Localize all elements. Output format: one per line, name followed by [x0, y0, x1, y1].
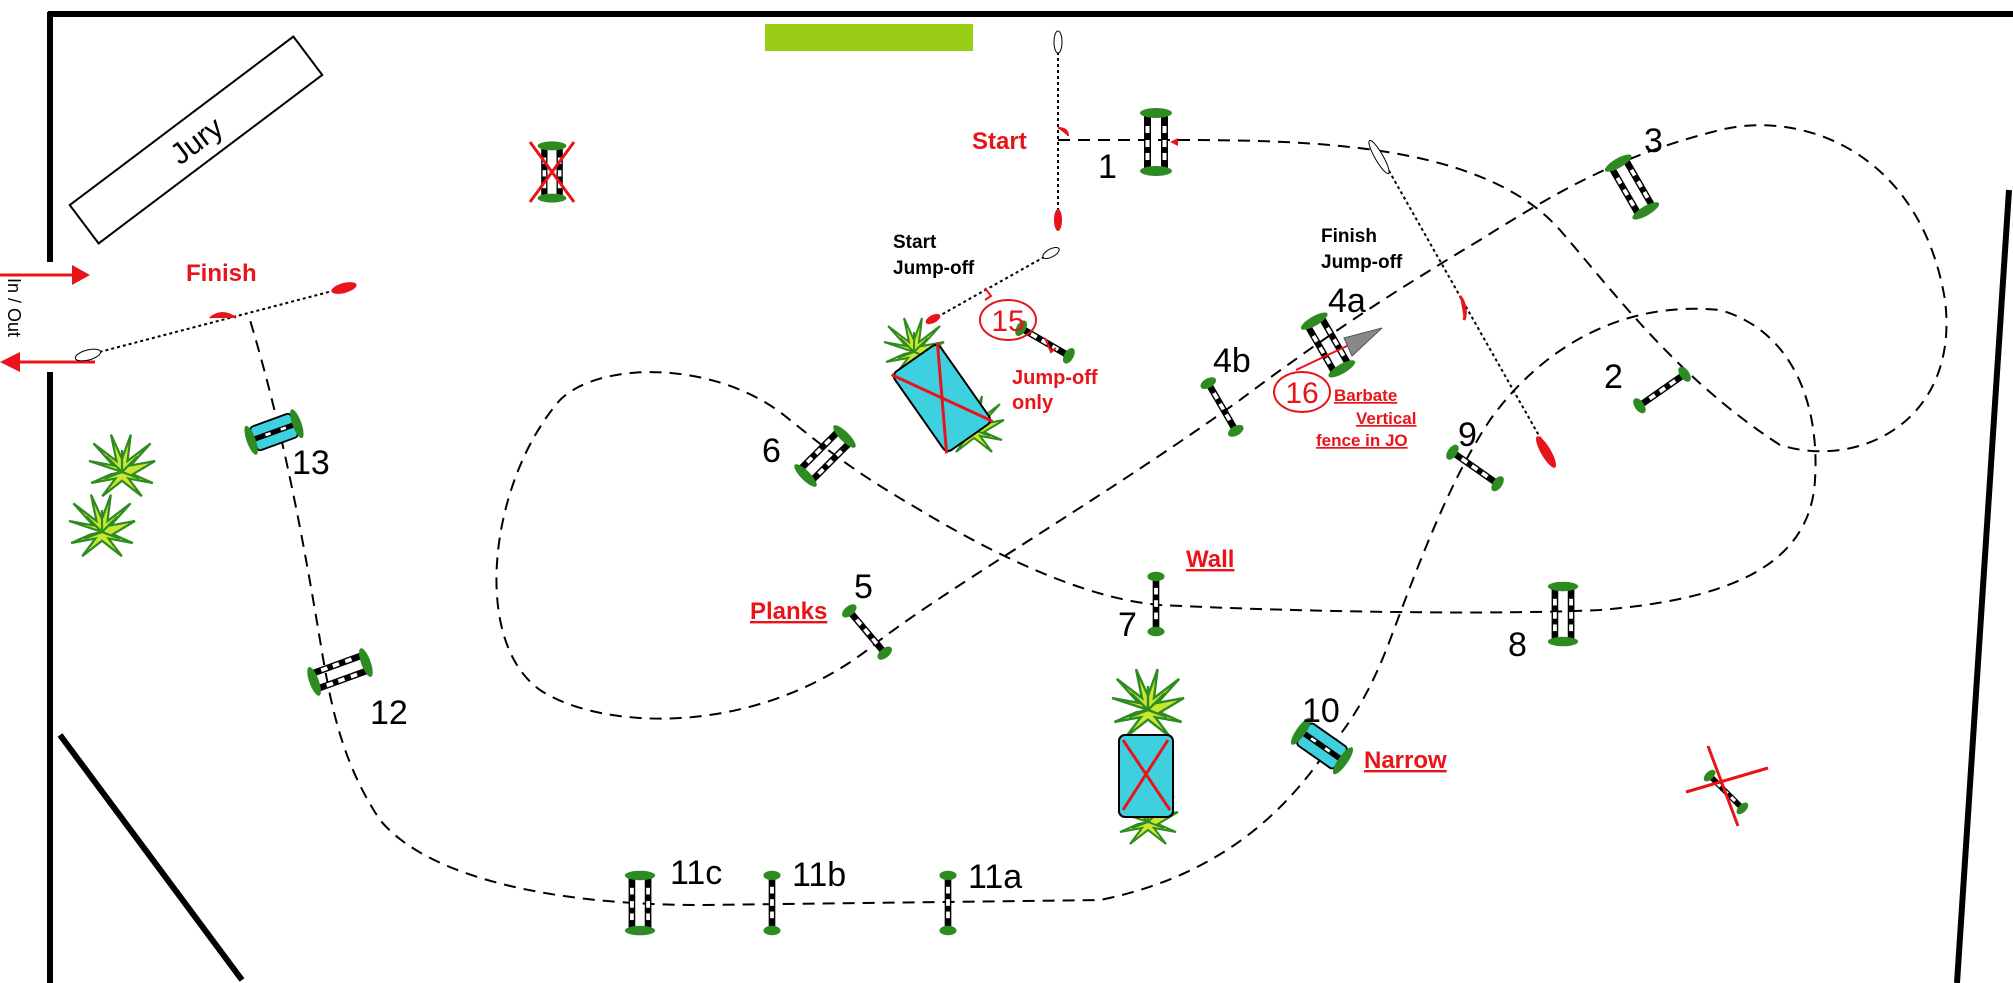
- fence-number-11b: 11b: [792, 856, 846, 894]
- start-jumpoff-label-1: Start: [893, 232, 937, 253]
- barbate-label-3: fence in JO: [1316, 431, 1408, 450]
- fence-15-circle: [979, 299, 1037, 341]
- arena-banner: [765, 24, 973, 51]
- water-tray-crossed: [890, 342, 994, 454]
- fence-4b: [1198, 374, 1246, 440]
- fence-8: [1547, 581, 1579, 647]
- finish-jumpoff-label-2: Jump-off: [1321, 252, 1403, 273]
- entrance-gate: In / Out: [0, 265, 95, 372]
- finish-jumpoff-line: [1368, 139, 1556, 468]
- fence-6: [791, 422, 859, 490]
- fence-1: [1140, 108, 1178, 176]
- fence-number-7: 7: [1118, 606, 1137, 644]
- start-jumpoff-label-2: Jump-off: [893, 258, 975, 279]
- jumpoff-only-label-2: only: [1012, 392, 1054, 414]
- barbate-label-1: Barbate: [1334, 386, 1397, 405]
- fence-number-8: 8: [1508, 626, 1527, 664]
- fence-5: [839, 601, 895, 663]
- finish-label: Finish: [186, 260, 257, 287]
- start-line: [1053, 30, 1069, 231]
- barbate-label-2: Vertical: [1356, 409, 1417, 428]
- planks-label: Planks: [750, 598, 827, 625]
- start-label: Start: [972, 128, 1027, 155]
- fence-16-arrow: [1295, 327, 1383, 371]
- arena-border: [47, 11, 2013, 983]
- fence-number-3: 3: [1644, 122, 1663, 160]
- fence-number-16: 16: [1285, 377, 1318, 410]
- unused-fence-crossed-2: [1685, 745, 1769, 827]
- fence-11a: [939, 870, 957, 936]
- wall-label: Wall: [1186, 546, 1234, 573]
- water-tray-crossed-2: [1118, 734, 1174, 818]
- finish-line: [74, 282, 357, 362]
- fence-15: [1012, 318, 1078, 366]
- fence-2: [1630, 364, 1694, 416]
- fence-7: [1147, 571, 1165, 637]
- start-jumpoff-line: [925, 246, 1060, 325]
- fence-number-1: 1: [1098, 148, 1117, 186]
- fence-number-9: 9: [1458, 416, 1477, 454]
- fence-number-11a: 11a: [968, 858, 1022, 896]
- fence-number-13: 13: [292, 444, 330, 482]
- fence-number-6: 6: [762, 432, 781, 470]
- fence-16-circle: [1273, 371, 1331, 413]
- fence-12: [304, 646, 376, 698]
- fence-number-2: 2: [1604, 358, 1623, 396]
- unused-fence-crossed: [528, 141, 576, 203]
- fence-number-4a: 4a: [1328, 282, 1366, 320]
- entrance-label: In / Out: [4, 278, 24, 337]
- finish-jumpoff-label-1: Finish: [1321, 226, 1377, 247]
- jury-box: Jury: [68, 35, 324, 245]
- fence-11b: [763, 870, 781, 936]
- narrow-label: Narrow: [1364, 747, 1447, 774]
- fence-number-12: 12: [370, 694, 408, 732]
- fence-number-5: 5: [854, 568, 873, 606]
- jumpoff-only-label-1: Jump-off: [1012, 367, 1098, 389]
- fence-11c: [624, 870, 656, 936]
- fence-number-4b: 4b: [1213, 342, 1251, 380]
- course-track: [249, 124, 1948, 907]
- fence-3: [1602, 151, 1662, 223]
- fence-number-10: 10: [1302, 692, 1340, 730]
- fence-number-15: 15: [991, 305, 1024, 338]
- fence-number-11c: 11c: [670, 854, 722, 892]
